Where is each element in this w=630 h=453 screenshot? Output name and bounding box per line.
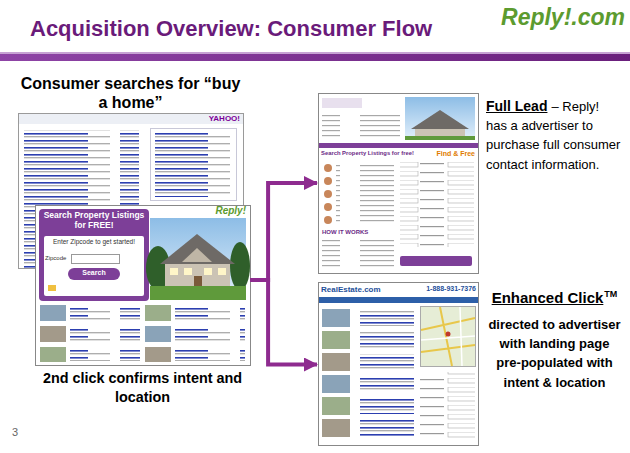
flow-arrow bbox=[250, 183, 317, 280]
screenshot-heading: Find & Free bbox=[423, 150, 475, 160]
trademark-mark: TM bbox=[604, 289, 617, 299]
text-block: 2nd click confirms intent and location bbox=[35, 368, 250, 404]
step-heading: Consumer searches for “buy a home” bbox=[21, 75, 241, 111]
screenshot-heading: Search Property Listings for free! bbox=[321, 150, 405, 160]
enhanced-click-screenshot bbox=[319, 283, 479, 446]
enhanced-click-outcome: Enhanced ClickTM directed to advertiser w… bbox=[318, 282, 625, 447]
text-block: directed to advertiser with landing page… bbox=[486, 314, 623, 414]
full-lead-outcome: Full Lead– Reply! has a advertiser to pu… bbox=[318, 92, 625, 274]
screenshot-logo: YAHOO! bbox=[188, 114, 240, 124]
full-lead-screenshot bbox=[319, 94, 479, 274]
landing-step: 2nd click confirms intent and location bbox=[35, 205, 250, 403]
text-block: Consumer searches for “buy a home” bbox=[18, 74, 243, 112]
title-band bbox=[0, 52, 630, 61]
text-block: Enhanced ClickTM bbox=[486, 288, 623, 312]
outcome-description: directed to advertiser with landing page… bbox=[488, 317, 620, 390]
text-block: Full Lead– Reply! has a advertiser to pu… bbox=[486, 96, 623, 186]
phone-number: 1-888-931-7376 bbox=[405, 285, 476, 296]
flow-arrow bbox=[250, 280, 317, 365]
screenshot-logo: Reply! bbox=[196, 205, 246, 218]
step-caption: 2nd click confirms intent and location bbox=[43, 370, 242, 405]
slide-number: 3 bbox=[12, 426, 32, 442]
field-label: Zipcode bbox=[45, 255, 71, 264]
outcome-heading: Enhanced Click bbox=[492, 289, 604, 306]
button-label: Search bbox=[68, 269, 120, 279]
slide-title: Acquisition Overview: Consumer Flow bbox=[30, 16, 496, 46]
company-logo: Reply!.com bbox=[497, 4, 625, 36]
landing-page-screenshot bbox=[36, 206, 251, 366]
screenshot-text: Enter Zipcode to get started! bbox=[46, 238, 142, 252]
outcome-heading: Full Lead bbox=[486, 98, 547, 114]
screenshot-heading: Search Property Listings for FREE! bbox=[41, 211, 147, 235]
screenshot-logo: RealEstate.com bbox=[321, 285, 403, 296]
title-band-highlight bbox=[0, 52, 630, 54]
screenshot-heading: HOW IT WORKS bbox=[322, 229, 394, 238]
